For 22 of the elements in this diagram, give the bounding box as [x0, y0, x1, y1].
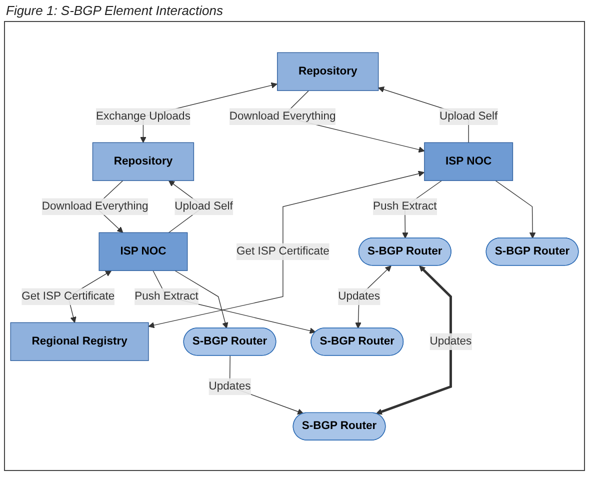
edge-label: Updates: [208, 380, 251, 392]
node-box: ISP NOC: [98, 232, 188, 271]
edge-label: Upload Self: [439, 110, 498, 122]
edge-label: Get ISP Certificate: [236, 244, 330, 257]
node-box: Regional Registry: [10, 322, 149, 361]
edge-label: Push Extract: [373, 200, 437, 212]
edge-label: Get ISP Certificate: [22, 290, 115, 302]
edge-label: Upload Self: [174, 200, 233, 212]
edge-label: Push Extract: [134, 290, 198, 302]
arrow: [495, 180, 536, 238]
edge-label: Exchange Uploads: [96, 110, 190, 122]
node-box: ISP NOC: [424, 142, 514, 181]
arrow: [174, 270, 228, 328]
edge-label: Updates: [430, 334, 472, 347]
edge-label: Download Everything: [42, 200, 148, 212]
node-box: Repository: [277, 52, 379, 91]
node-box: Repository: [92, 142, 194, 181]
edge-label: Updates: [338, 290, 380, 302]
arrow: [376, 265, 452, 414]
figure-title: Figure 1: S-BGP Element Interactions: [5, 2, 224, 20]
edge-label: Download Everything: [229, 110, 336, 122]
arrow: [152, 270, 316, 334]
